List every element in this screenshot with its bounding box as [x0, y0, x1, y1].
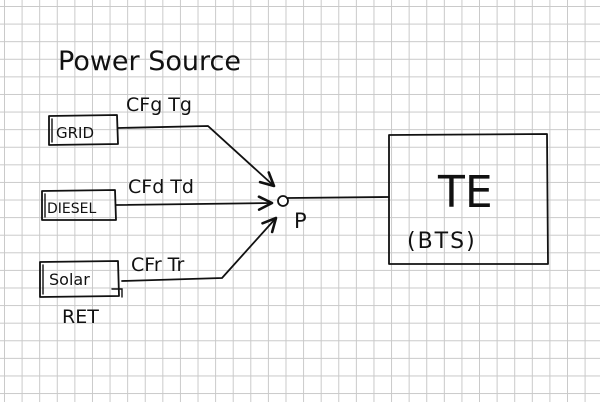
grid-label: GRID [56, 124, 94, 142]
grid-box [48, 114, 119, 146]
solar-box [39, 260, 120, 298]
load-connection-line [287, 196, 390, 199]
diesel-label: DIESEL [47, 201, 96, 217]
load-block: TE (BTS) [388, 133, 549, 265]
solar-arrow [121, 216, 278, 282]
diagram-title: Power Source [58, 46, 241, 77]
load-subtitle: (BTS) [407, 229, 477, 254]
diesel-arrow [115, 195, 274, 211]
diesel-source: DIESEL [41, 189, 117, 221]
grid-flow-label: CFg Tg [126, 94, 192, 116]
solar-label: Solar [49, 270, 90, 289]
node-label: P [294, 209, 307, 233]
grid-arrow [117, 125, 276, 188]
junction-node [277, 195, 289, 207]
solar-source: Solar [39, 260, 123, 298]
load-title: TE [437, 167, 493, 218]
diesel-flow-label: CFd Td [128, 176, 194, 198]
solar-box-corner-mark [111, 288, 123, 298]
load-box [388, 133, 549, 265]
diesel-box [41, 189, 117, 221]
ret-label: RET [62, 306, 99, 328]
grid-source: GRID [48, 114, 119, 146]
solar-flow-label: CFr Tr [131, 254, 184, 276]
